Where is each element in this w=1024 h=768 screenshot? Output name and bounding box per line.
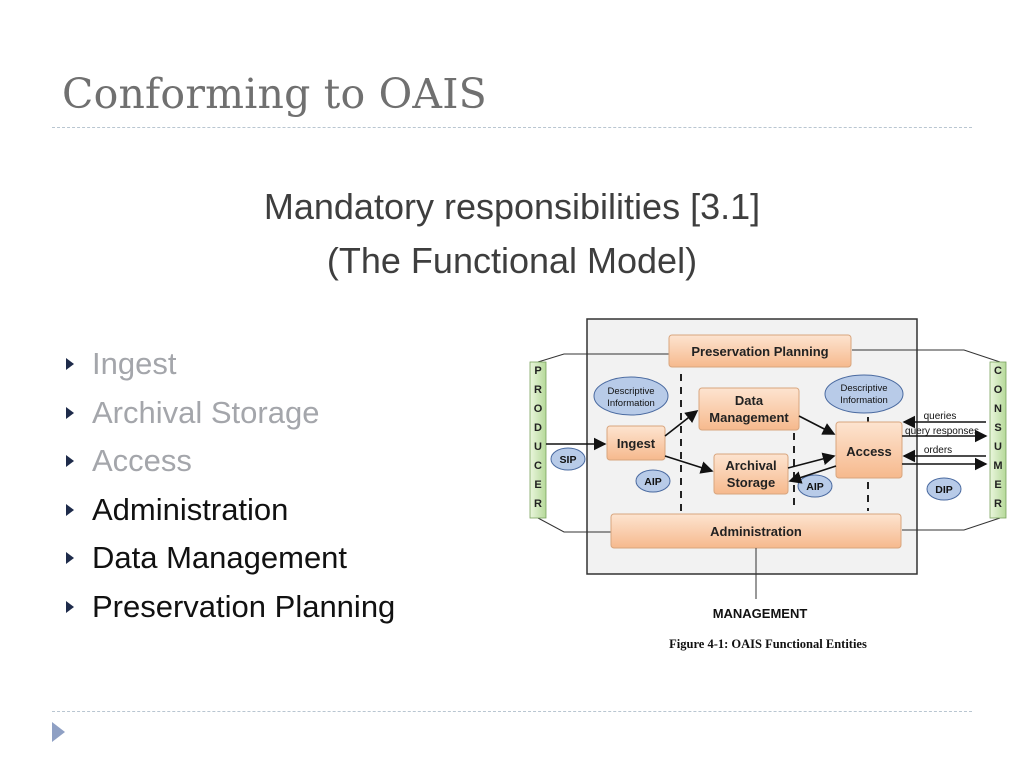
producer-bar bbox=[529, 361, 547, 519]
data-management-label-2: Management bbox=[709, 410, 789, 425]
ingest-label: Ingest bbox=[617, 436, 656, 451]
archival-storage-box bbox=[713, 453, 789, 495]
consumer-bar bbox=[989, 361, 1007, 519]
access-label: Access bbox=[846, 444, 892, 459]
descriptive-info-left-line2: Information bbox=[607, 398, 655, 409]
bullet-arrow-icon bbox=[66, 552, 74, 565]
descriptive-info-right-line2: Information bbox=[840, 395, 888, 406]
slide-nav-arrow-icon[interactable] bbox=[52, 722, 65, 742]
data-management-to-access-arrow bbox=[798, 415, 836, 435]
consumer-letter: N bbox=[994, 403, 1002, 415]
producer-letter: R bbox=[534, 498, 542, 510]
data-management-label-1: Data bbox=[735, 393, 764, 408]
consumer-letter: E bbox=[994, 479, 1001, 491]
producer-letter: R bbox=[534, 384, 542, 396]
slide-subtitle-line2: (The Functional Model) bbox=[326, 240, 698, 281]
bullet-archival-storage: Archival Storage bbox=[60, 389, 395, 438]
consumer-letter: R bbox=[994, 498, 1002, 510]
responsibility-list: Ingest Archival Storage Access Administr… bbox=[60, 340, 395, 631]
producer-letter: E bbox=[534, 479, 541, 491]
consumer-letter: M bbox=[993, 460, 1002, 472]
bullet-label: Data Management bbox=[92, 540, 348, 576]
producer-bottom-line bbox=[537, 517, 611, 533]
producer-letter: P bbox=[534, 365, 541, 377]
bullet-data-management: Data Management bbox=[60, 534, 395, 583]
queries-label: queries bbox=[924, 411, 957, 422]
descriptive-info-left-line1: Descriptive bbox=[608, 386, 655, 397]
bullet-label: Archival Storage bbox=[92, 394, 320, 430]
preservation-planning-box bbox=[668, 334, 852, 368]
bullet-administration: Administration bbox=[60, 486, 395, 535]
archival-storage-label-2: Storage bbox=[727, 475, 775, 490]
slide-subtitle-line1: Mandatory responsibilities [3.1] bbox=[263, 186, 761, 227]
dip-oval bbox=[926, 477, 962, 501]
preservation-planning-label: Preservation Planning bbox=[691, 344, 828, 359]
bullet-ingest: Ingest bbox=[60, 340, 395, 389]
ingest-to-archival-storage-arrow bbox=[664, 455, 714, 474]
descriptive-info-oval-right bbox=[824, 374, 904, 414]
consumer-top-line bbox=[852, 349, 1001, 363]
bullet-arrow-icon bbox=[66, 600, 74, 613]
aip-right-label: AIP bbox=[806, 481, 824, 493]
consumer-letter: U bbox=[994, 441, 1002, 453]
ingest-to-data-management-arrow bbox=[664, 410, 699, 437]
sip-oval bbox=[550, 447, 586, 471]
consumer-letter: S bbox=[994, 422, 1001, 434]
top-divider bbox=[52, 127, 972, 128]
bullet-label: Administration bbox=[92, 491, 289, 527]
producer-letter: U bbox=[534, 441, 542, 453]
archival-storage-label-1: Archival bbox=[725, 458, 776, 473]
slide-title: Conforming to OAIS bbox=[62, 70, 487, 118]
sip-label: SIP bbox=[560, 454, 577, 466]
bullet-arrow-icon bbox=[66, 503, 74, 516]
descriptive-info-right-line1: Descriptive bbox=[841, 383, 888, 394]
access-to-archival-storage-arrow bbox=[788, 465, 837, 484]
administration-label: Administration bbox=[710, 524, 802, 539]
orders-label: orders bbox=[924, 445, 952, 456]
consumer-letter: C bbox=[994, 365, 1002, 377]
aip-left-label: AIP bbox=[644, 476, 662, 488]
access-box bbox=[835, 421, 903, 479]
producer-top-line bbox=[537, 353, 669, 363]
bullet-label: Ingest bbox=[92, 346, 177, 382]
producer-letter: C bbox=[534, 460, 542, 472]
archival-storage-to-access-arrow bbox=[787, 452, 836, 469]
bullet-arrow-icon bbox=[66, 455, 74, 468]
aip-oval-left bbox=[635, 469, 671, 493]
ingest-box bbox=[606, 425, 666, 461]
bullet-access: Access bbox=[60, 437, 395, 486]
figure-caption: Figure 4-1: OAIS Functional Entities bbox=[669, 637, 867, 651]
dip-label: DIP bbox=[935, 484, 953, 496]
descriptive-info-oval-left bbox=[593, 376, 669, 416]
bullet-arrow-icon bbox=[66, 358, 74, 371]
bullet-label: Access bbox=[92, 443, 192, 479]
data-management-box bbox=[698, 387, 800, 431]
consumer-bottom-line bbox=[902, 517, 1001, 531]
management-label: MANAGEMENT bbox=[713, 606, 808, 621]
bullet-label: Preservation Planning bbox=[92, 588, 396, 624]
producer-letter: O bbox=[534, 403, 543, 415]
producer-letter: D bbox=[534, 422, 542, 434]
consumer-letter: O bbox=[994, 384, 1003, 396]
bullet-arrow-icon bbox=[66, 406, 74, 419]
query-responses-label: query responses bbox=[905, 426, 979, 437]
bottom-divider bbox=[52, 711, 972, 712]
bullet-preservation-planning: Preservation Planning bbox=[60, 583, 395, 632]
aip-oval-right bbox=[797, 474, 833, 498]
oais-functional-diagram: P R O D U C E R C O N S U M E R Preserva… bbox=[529, 318, 1007, 651]
